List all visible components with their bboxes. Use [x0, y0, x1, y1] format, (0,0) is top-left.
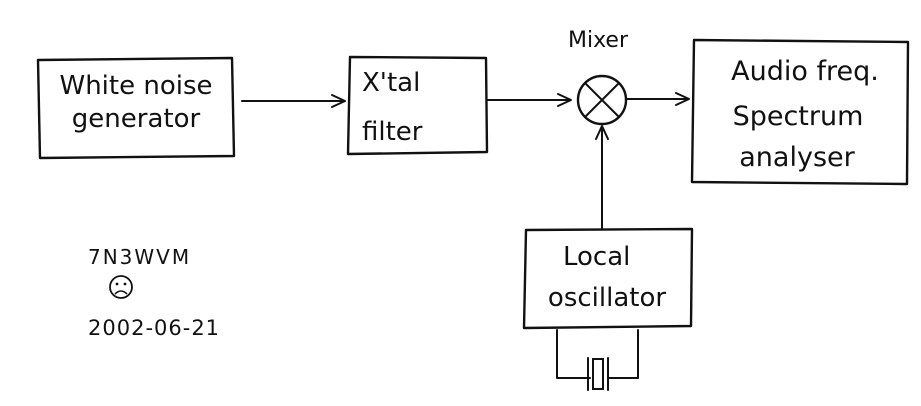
arrow-oscillator-to-mixer — [595, 125, 609, 229]
analyser-box — [690, 38, 910, 186]
analyser-label-line2: Spectrum — [733, 101, 864, 132]
analyser-label-line3: analyser — [739, 142, 855, 173]
local-oscillator-label-line1: Local — [563, 242, 630, 272]
mixer-cross — [584, 82, 620, 118]
xtal-filter-label-line2: filter — [362, 117, 423, 147]
callsign-text: 7N3WVM — [88, 245, 191, 269]
arrow-filter-to-mixer — [487, 93, 572, 107]
local-oscillator-box — [522, 227, 694, 330]
noise-generator-box — [36, 56, 236, 160]
noise-generator-label-line1: White noise — [59, 71, 212, 101]
xtal-filter-box — [346, 55, 489, 156]
date-text: 2002-06-21 — [88, 316, 220, 340]
crystal-symbol — [556, 329, 639, 391]
arrow-mixer-to-analyser — [626, 92, 690, 106]
xtal-filter-block: X'tal filter — [346, 55, 489, 156]
analyser-label-line1: Audio freq. — [731, 56, 879, 87]
noise-generator-block: White noise generator — [36, 56, 236, 160]
analyser-block: Audio freq. Spectrum analyser — [690, 38, 910, 186]
arrow-noise-to-filter — [241, 94, 346, 108]
mixer-block: Mixer — [568, 28, 629, 126]
noise-generator-label-line2: generator — [72, 104, 201, 134]
mixer-label: Mixer — [568, 28, 629, 53]
sad-face-icon — [109, 275, 133, 299]
signature: 7N3WVM 2002-06-21 — [88, 245, 220, 340]
mixer-symbol — [576, 74, 628, 126]
xtal-filter-label-line1: X'tal — [362, 68, 420, 98]
local-oscillator-label-line2: oscillator — [548, 283, 666, 313]
local-oscillator-block: Local oscillator — [522, 227, 694, 330]
